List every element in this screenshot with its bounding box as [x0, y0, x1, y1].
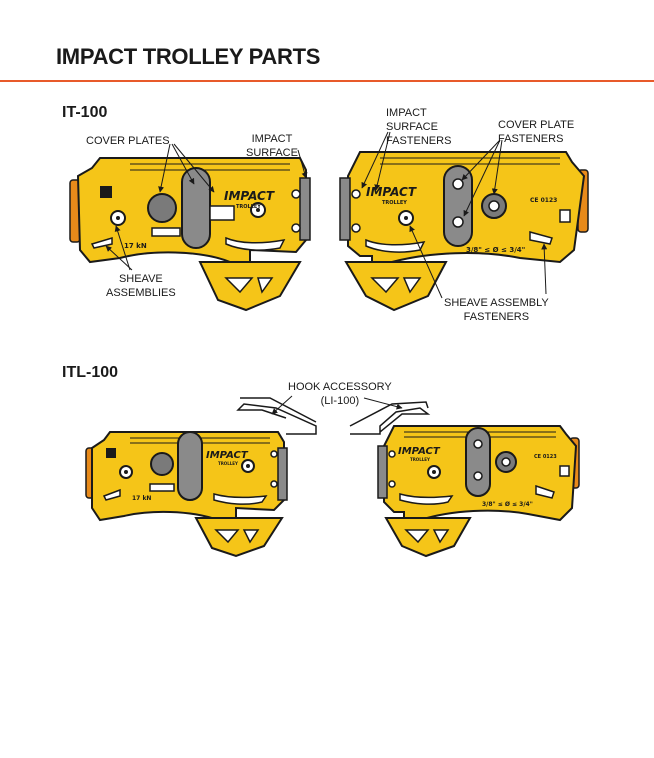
it100-right-subbrand: TROLLEY — [382, 200, 407, 206]
callout-hook-accessory: HOOK ACCESSORY (LI-100) — [288, 381, 392, 407]
callout-impact-surface-fasteners: IMPACT SURFACE FASTENERS — [386, 107, 452, 147]
it100-right-ce: CE 0123 — [530, 197, 557, 204]
itl100-left-brand: IMPACT — [206, 450, 249, 461]
itl100-trolley-right: IMPACT TROLLEY 3/8" ≤ Ø ≤ 3/4" CE 0123 — [377, 425, 580, 558]
itl100-trolley-left: IMPACT TROLLEY 17 kN — [85, 431, 288, 558]
page-title: IMPACT TROLLEY PARTS — [56, 44, 321, 69]
callout-sheave-assemblies: SHEAVE ASSEMBLIES — [106, 273, 176, 299]
it100-right-leader-lines — [361, 131, 548, 299]
it100-left-leader-lines — [105, 143, 308, 271]
callout-cover-plates: COVER PLATES — [86, 135, 170, 147]
it100-trolley-left: IMPACT TROLLEY 17 kN — [69, 157, 311, 312]
itl100-right-ce: CE 0123 — [534, 454, 557, 460]
itl100-left-rating: 17 kN — [132, 495, 151, 502]
it100-left-rating: 17 kN — [124, 242, 147, 250]
it100-left-subbrand: TROLLEY — [236, 204, 261, 210]
callout-cover-plate-fasteners: COVER PLATE FASTENERS — [498, 119, 575, 145]
callout-sheave-assembly-fasteners: SHEAVE ASSEMBLY FASTENERS — [444, 297, 549, 323]
itl100-right-subbrand: TROLLEY — [410, 457, 430, 462]
itl100-right-brand: IMPACT — [398, 446, 441, 457]
section-label-itl100: ITL-100 — [62, 364, 119, 381]
section-label-it100: IT-100 — [62, 104, 108, 121]
it100-right-brand: IMPACT — [366, 185, 417, 199]
itl100-hook-accessory — [236, 395, 431, 435]
title-divider — [0, 80, 654, 82]
it100-left-brand: IMPACT — [224, 189, 275, 203]
it100-trolley-right: IMPACT TROLLEY 3/8" ≤ Ø ≤ 3/4" CE 0123 — [339, 151, 589, 312]
itl100-left-subbrand: TROLLEY — [218, 461, 238, 466]
itl100-right-range: 3/8" ≤ Ø ≤ 3/4" — [482, 501, 533, 508]
callout-impact-surface: IMPACT SURFACE — [246, 133, 298, 159]
it100-right-range: 3/8" ≤ Ø ≤ 3/4" — [466, 246, 525, 254]
